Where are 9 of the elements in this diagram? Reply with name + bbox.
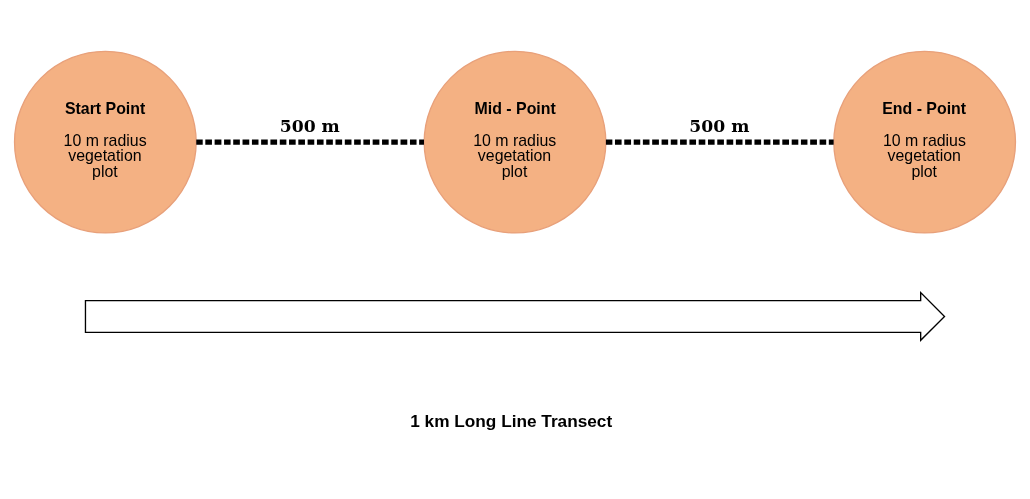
node-arrow xyxy=(84,291,946,342)
node-circle: End - Point 10 m radius vegetation plot xyxy=(833,50,1017,234)
connector xyxy=(196,139,424,145)
connector xyxy=(605,139,834,145)
edge-label: 500 m xyxy=(689,116,750,137)
label: 1 km Long Line Transect xyxy=(410,411,613,432)
node-circle: Mid - Point 10 m radius vegetation plot xyxy=(423,50,607,234)
edge-label: 500 m xyxy=(279,116,340,137)
node-circle: Start Point 10 m radius vegetation plot xyxy=(13,50,197,234)
